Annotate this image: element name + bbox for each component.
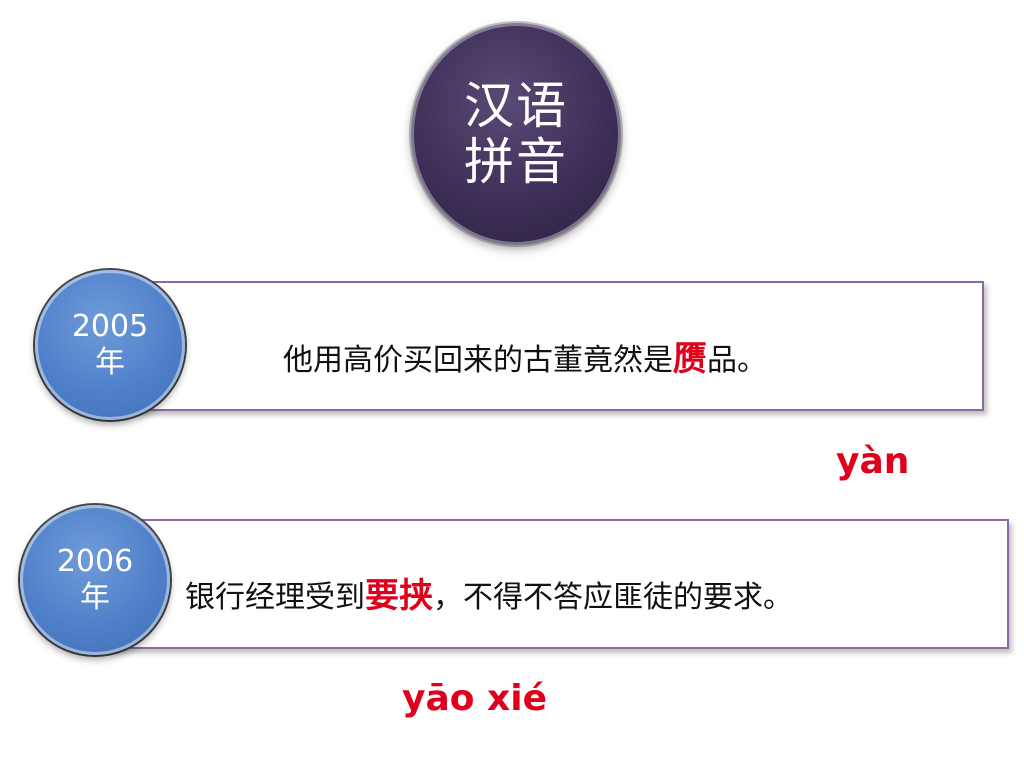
sentence-box-2006 (110, 519, 1009, 649)
year-badge-2005: 2005 年 (35, 270, 185, 420)
highlighted-word: 赝 (673, 339, 707, 379)
sentence-2005: 他用高价买回来的古董竟然是赝品。 (283, 331, 767, 380)
sentence-text-after: 品。 (707, 343, 767, 378)
sentence-text-before: 银行经理受到 (185, 580, 365, 615)
title-line-2: 拼音 (464, 133, 568, 191)
year-unit: 年 (95, 345, 125, 380)
pinyin-2005: yàn (836, 441, 910, 482)
year-number: 2006 (56, 544, 134, 579)
pinyin-2006: yāo xié (402, 678, 548, 719)
highlighted-word: 要挟 (365, 576, 433, 616)
year-badge-2006: 2006 年 (20, 505, 170, 655)
sentence-box-2005 (110, 281, 984, 411)
title-circle: 汉语 拼音 (411, 23, 621, 245)
year-number: 2005 (71, 309, 149, 344)
sentence-text-after: ，不得不答应匪徒的要求。 (433, 580, 793, 615)
title-line-1: 汉语 (464, 77, 568, 135)
sentence-text-before: 他用高价买回来的古董竟然是 (283, 343, 673, 378)
year-unit: 年 (80, 580, 110, 615)
sentence-2006: 银行经理受到要挟，不得不答应匪徒的要求。 (185, 568, 793, 617)
